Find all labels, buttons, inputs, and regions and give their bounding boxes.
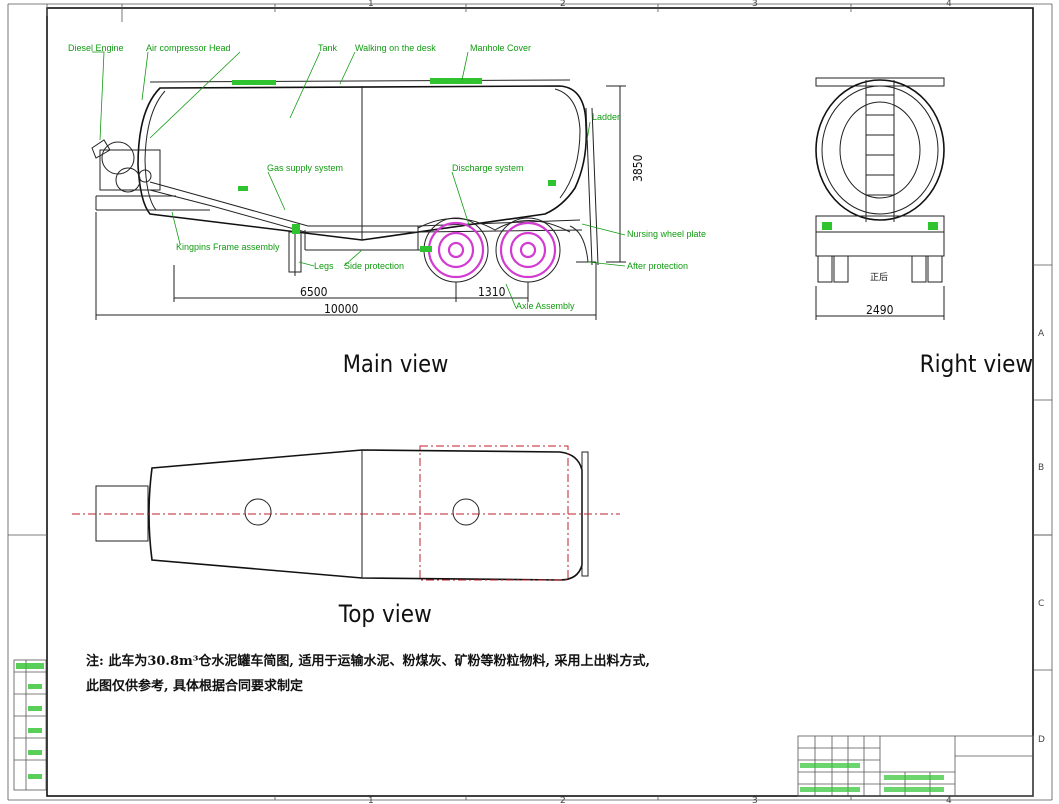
label-axle-assembly: Axle Assembly bbox=[516, 301, 575, 311]
dim-kingpin-to-axle: 6500 bbox=[300, 285, 328, 299]
revision-block bbox=[13, 659, 47, 791]
title-block bbox=[797, 735, 1034, 797]
label-air-compressor-head: Air compressor Head bbox=[146, 43, 231, 53]
label-kingpin-frame-assembly: Kingpins Frame assembly bbox=[176, 242, 280, 252]
top-view-drawing bbox=[72, 445, 620, 581]
grid-top-1: 1 bbox=[368, 0, 374, 9]
grid-top-4: 4 bbox=[946, 0, 952, 9]
drawing-frame bbox=[7, 3, 1053, 801]
label-ladder: Ladder bbox=[592, 112, 620, 122]
label-tank: Tank bbox=[318, 43, 338, 53]
right-view-title: Right view bbox=[920, 351, 1033, 378]
rear-plate-text: 正后 bbox=[870, 272, 888, 283]
label-legs: Legs bbox=[314, 261, 334, 271]
grid-side-a: A bbox=[1038, 329, 1045, 339]
grid-side-c: C bbox=[1038, 599, 1044, 609]
main-view-drawing bbox=[91, 51, 626, 320]
label-side-protection: Side protection bbox=[344, 261, 404, 271]
grid-bottom-2: 2 bbox=[560, 796, 566, 804]
grid-side-d: D bbox=[1038, 735, 1045, 745]
right-view-drawing bbox=[815, 77, 945, 320]
dim-height: 3850 bbox=[631, 154, 645, 182]
grid-bottom-4: 4 bbox=[946, 796, 952, 804]
label-gas-supply-system: Gas supply system bbox=[267, 163, 343, 173]
note-line-2: 此图仅供参考, 具体根据合同要求制定 bbox=[86, 678, 303, 694]
label-diesel-engine: Diesel Engine bbox=[68, 43, 124, 53]
note-line-1: 注: 此车为30.8m³仓水泥罐车简图, 适用于运输水泥、粉煤灰、矿粉等粉粒物料… bbox=[86, 653, 650, 669]
main-view-title: Main view bbox=[343, 351, 449, 379]
grid-side-b: B bbox=[1038, 463, 1044, 473]
label-nursing-wheel-plate: Nursing wheel plate bbox=[627, 229, 706, 239]
dim-width: 2490 bbox=[866, 303, 894, 317]
dim-overall-length: 10000 bbox=[324, 302, 358, 316]
dim-axle-spacing: 1310 bbox=[478, 285, 506, 299]
label-manhole-cover: Manhole Cover bbox=[470, 43, 531, 53]
grid-top-2: 2 bbox=[560, 0, 566, 9]
grid-top-3: 3 bbox=[752, 0, 758, 9]
top-view-title: Top view bbox=[338, 601, 432, 628]
label-after-protection: After protection bbox=[627, 261, 688, 271]
grid-bottom-3: 3 bbox=[752, 796, 758, 804]
label-discharge-system: Discharge system bbox=[452, 163, 524, 173]
label-walking-on-desk: Walking on the desk bbox=[355, 43, 436, 53]
grid-bottom-1: 1 bbox=[368, 796, 374, 804]
